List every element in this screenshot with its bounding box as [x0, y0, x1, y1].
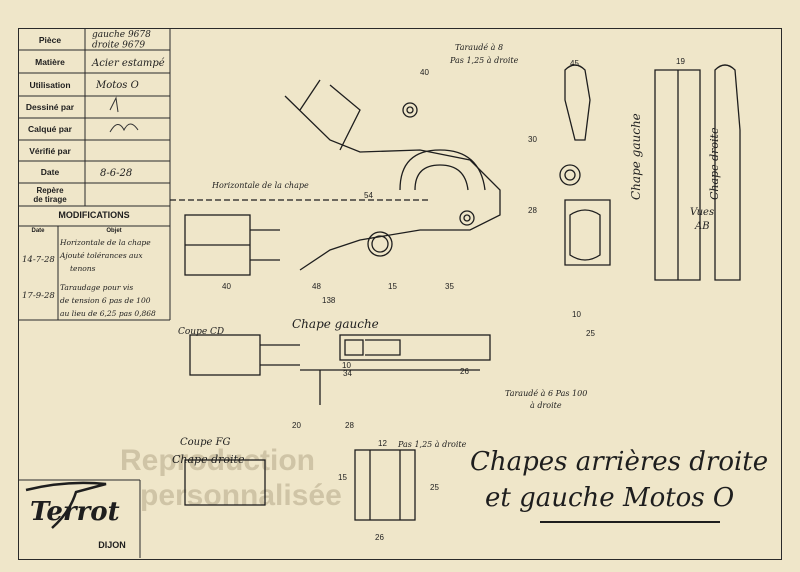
- mod-entry-2-line3: au lieu de 6,25 pas 0,868: [60, 309, 156, 318]
- tb-label-matiere: Matière: [35, 57, 65, 67]
- label-ab: AB: [694, 221, 710, 232]
- label-horizontale: Horizontale de la chape: [211, 181, 309, 190]
- mod-entry-2-date: 17-9-28: [22, 291, 55, 301]
- label-coupe-fg: Coupe FG: [180, 437, 231, 448]
- dim-28: 28: [528, 206, 537, 215]
- right-profile-views: [559, 64, 741, 281]
- tb-label-piece: Pièce: [39, 35, 61, 45]
- dim-12: 12: [378, 439, 387, 448]
- dim-25b: 25: [586, 329, 595, 338]
- dim-138: 138: [322, 296, 336, 305]
- dim-40b: 40: [420, 68, 429, 77]
- tb-value-matiere: Acier estampé: [91, 58, 165, 69]
- mod-entry-1-line3: tenons: [70, 264, 96, 273]
- tb-label-verifie: Vérifié par: [29, 146, 71, 156]
- label-coupe-cd: Coupe CD: [178, 327, 224, 337]
- chape-gauche-section: [300, 334, 491, 405]
- main-title-line1: Chapes arrières droite: [470, 447, 768, 477]
- tb-label-dessine: Dessiné par: [26, 102, 75, 112]
- note-taraude-mid: Taraudé à 6 Pas 100: [505, 389, 587, 398]
- logo-city: DIJON: [98, 540, 126, 550]
- title-block-grid: [18, 28, 171, 558]
- label-chape-droite: Chape droite: [172, 453, 245, 466]
- label-chape-droite-vertical: Chape droite: [708, 127, 721, 200]
- main-title-line2: et gauche Motos O: [485, 483, 734, 513]
- chape-gauche-side-view: [184, 214, 280, 276]
- mod-entry-1-line2: Ajouté tolérances aux: [59, 251, 143, 260]
- logo-brand: Terrot: [30, 497, 120, 527]
- dim-19: 19: [676, 57, 685, 66]
- label-chape-gauche-vertical: Chape gauche: [629, 113, 643, 200]
- dim-54: 54: [364, 191, 373, 200]
- dim-10b: 10: [572, 310, 581, 319]
- dim-26: 26: [460, 367, 469, 376]
- mod-entry-1-date: 14-7-28: [22, 255, 55, 265]
- tb-value-date: 8-6-28: [100, 168, 132, 179]
- label-vues: Vues: [690, 207, 714, 218]
- note-taraude-top: Taraudé à 8: [455, 43, 503, 52]
- note-a-droite: à droite: [530, 401, 562, 410]
- watermark-line2: personnalisée: [140, 479, 342, 512]
- dim-30: 30: [528, 135, 537, 144]
- dim-28b: 28: [345, 421, 354, 430]
- dim-34: 34: [343, 369, 352, 378]
- tb-label-calque: Calqué par: [28, 124, 73, 134]
- dim-10: 10: [342, 361, 351, 370]
- mod-entry-1-line1: Horizontale de la chape: [59, 238, 151, 247]
- mod-entry-2-line1: Taraudage pour vis: [60, 283, 133, 292]
- coupe-fg-view: [184, 449, 416, 521]
- dim-15: 15: [388, 282, 397, 291]
- dim-40a: 40: [222, 282, 231, 291]
- dimension-labels: 40 40 48 15 35 138 54 30 28 34 10 26 20 …: [222, 57, 685, 542]
- dim-25: 25: [430, 483, 439, 492]
- modifications-heading: MODIFICATIONS: [58, 210, 129, 220]
- mod-col-date: Date: [31, 228, 45, 234]
- calque-signature: [109, 123, 139, 133]
- tb-value-utilisation: Motos O: [95, 80, 139, 91]
- note-pas-top: Pas 1,25 à droite: [449, 56, 519, 65]
- tb-label-utilisation: Utilisation: [29, 80, 70, 90]
- note-pas-bottom: Pas 1,25 à droite: [397, 440, 467, 449]
- dessine-signature: [109, 96, 119, 113]
- logo-swash: [25, 481, 107, 529]
- tb-label-date: Date: [41, 167, 60, 177]
- dim-20: 20: [292, 421, 301, 430]
- label-chape-gauche: Chape gauche: [292, 317, 379, 331]
- dim-15b: 15: [338, 473, 347, 482]
- drawing-frame: [18, 28, 782, 560]
- mod-col-objet: Objet: [106, 228, 121, 234]
- chape-gauche-top-view: [170, 79, 501, 271]
- dim-35: 35: [445, 282, 454, 291]
- coupe-cd-view: [189, 334, 300, 376]
- mod-entry-2-line2: de tension 6 pas de 100: [60, 296, 151, 305]
- dim-45: 45: [570, 59, 579, 68]
- dim-26b: 26: [375, 533, 384, 542]
- dim-48: 48: [312, 282, 321, 291]
